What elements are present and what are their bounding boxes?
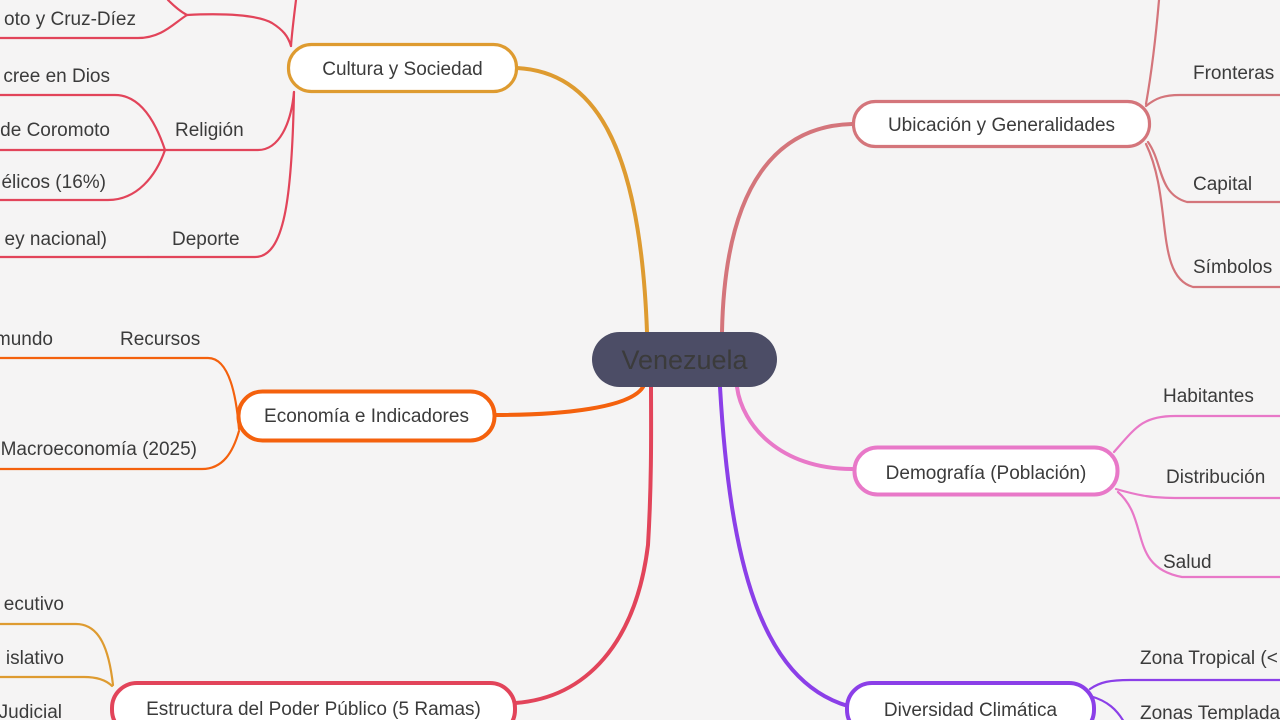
child-capital-label[interactable]: Capital — [1193, 174, 1252, 195]
branch-demografia-edges — [1112, 414, 1280, 579]
node-economia-label: Economía e Indicadores — [264, 406, 469, 427]
node-diversidad-label: Diversidad Climática — [884, 700, 1058, 720]
child-recursos-label[interactable]: Recursos — [120, 329, 200, 350]
child-distribucion-label[interactable]: Distribución — [1166, 467, 1265, 488]
node-ubicacion-label: Ubicación y Generalidades — [888, 115, 1115, 136]
branch-cultura-edges — [0, 0, 298, 259]
edge-simbolos — [1144, 142, 1280, 289]
branch-diversidad-edges — [1088, 678, 1280, 720]
edge-leaf-ecutivo — [0, 622, 115, 687]
node-demografia-box[interactable] — [852, 445, 1120, 497]
demografia-child-labels: Habitantes Distribución Salud — [1163, 386, 1265, 573]
link-venezuela-ubicacion — [720, 122, 854, 334]
cultura-child-labels: oto y Cruz-Díez cree en Dios de Coromoto… — [0, 9, 244, 250]
edge-salud — [1116, 490, 1280, 579]
edge-cultura-offscreen-top-leaf — [166, 0, 189, 17]
link-venezuela-demografia — [735, 385, 854, 471]
child-deporte-label[interactable]: Deporte — [172, 229, 240, 250]
edge-distribucion — [1114, 487, 1280, 500]
ubicacion-child-labels: Fronteras Capital Símbolos — [1193, 63, 1274, 278]
edge-macroeconomia — [0, 429, 241, 471]
node-venezuela-box[interactable] — [592, 332, 777, 387]
node-diversidad[interactable]: Diversidad Climática — [845, 681, 1096, 720]
node-estructura[interactable]: Estructura del Poder Público (5 Ramas) — [110, 681, 517, 720]
edge-habitantes — [1112, 414, 1280, 454]
child-zonas-templadas-label[interactable]: Zonas Templada — [1140, 703, 1280, 720]
link-venezuela-cultura — [515, 66, 649, 334]
node-demografia-label: Demografía (Población) — [886, 463, 1087, 484]
node-estructura-label: Estructura del Poder Público (5 Ramas) — [146, 699, 481, 720]
leaf-cree-en-dios-label[interactable]: cree en Dios — [3, 66, 110, 87]
node-ubicacion-box[interactable] — [851, 99, 1152, 149]
diversidad-child-labels: Zona Tropical (< Zonas Templada — [1140, 648, 1280, 720]
node-estructura-box[interactable] — [110, 681, 517, 720]
node-cultura-box[interactable] — [286, 42, 519, 94]
leaf-islativo-label[interactable]: islativo — [6, 648, 64, 669]
edge-zonas-templadas — [1088, 694, 1125, 720]
leaf-mundo-label[interactable]: mundo — [0, 329, 53, 350]
branch-ubicacion-edges — [1144, 0, 1280, 289]
child-salud-label[interactable]: Salud — [1163, 552, 1212, 573]
child-macroeconomia-label[interactable]: Macroeconomía (2025) — [1, 439, 197, 460]
node-ubicacion[interactable]: Ubicación y Generalidades — [851, 99, 1152, 149]
child-fronteras-label[interactable]: Fronteras — [1193, 63, 1274, 84]
node-economia[interactable]: Economía e Indicadores — [236, 389, 497, 443]
edge-leaf-cree-en-dios — [0, 93, 167, 152]
edge-fronteras — [1144, 93, 1280, 108]
leaf-judicial-label[interactable]: Judicial — [0, 702, 62, 720]
edge-religion — [163, 90, 296, 152]
node-cultura-label: Cultura y Sociedad — [322, 59, 483, 80]
edge-capital — [1146, 140, 1280, 204]
estructura-child-labels: ecutivo islativo Judicial — [0, 594, 64, 720]
edge-cultura-top-merge — [185, 13, 293, 48]
node-diversidad-box[interactable] — [845, 681, 1096, 720]
leaf-de-coromoto-label[interactable]: de Coromoto — [0, 120, 110, 141]
node-demografia[interactable]: Demografía (Población) — [852, 445, 1120, 497]
edge-ubicacion-top-trunk — [1144, 0, 1161, 106]
node-economia-box[interactable] — [236, 389, 497, 443]
edge-leaf-islativo — [0, 675, 114, 688]
leaf-oto-cruz-diez-label[interactable]: oto y Cruz-Díez — [4, 9, 136, 30]
edge-recursos — [0, 356, 241, 431]
node-cultura[interactable]: Cultura y Sociedad — [286, 42, 519, 94]
edge-leaf-oto-cruz-diez — [0, 13, 189, 40]
node-venezuela-label: Venezuela — [621, 345, 748, 375]
node-venezuela-root[interactable]: Venezuela — [592, 332, 777, 387]
child-religion-label[interactable]: Religión — [175, 120, 244, 141]
link-venezuela-estructura — [513, 385, 654, 705]
economia-child-labels: mundo Recursos Macroeconomía (2025) — [0, 329, 200, 460]
edge-deporte — [146, 90, 296, 259]
link-venezuela-economia — [494, 385, 645, 417]
child-habitantes-label[interactable]: Habitantes — [1163, 386, 1254, 407]
leaf-ecutivo-label[interactable]: ecutivo — [4, 594, 64, 615]
edge-zona-tropical — [1088, 678, 1280, 691]
child-zona-tropical-label[interactable]: Zona Tropical (< — [1140, 648, 1278, 669]
child-simbolos-label[interactable]: Símbolos — [1193, 257, 1272, 278]
leaf-elicos-label[interactable]: élicos (16%) — [1, 172, 106, 193]
leaf-ey-nacional-label[interactable]: ey nacional) — [5, 229, 107, 250]
branch-estructura-edges — [0, 622, 115, 688]
link-venezuela-diversidad — [718, 385, 850, 708]
edge-leaf-elicos — [0, 148, 167, 202]
edge-cultura-top-trunk — [289, 0, 298, 48]
